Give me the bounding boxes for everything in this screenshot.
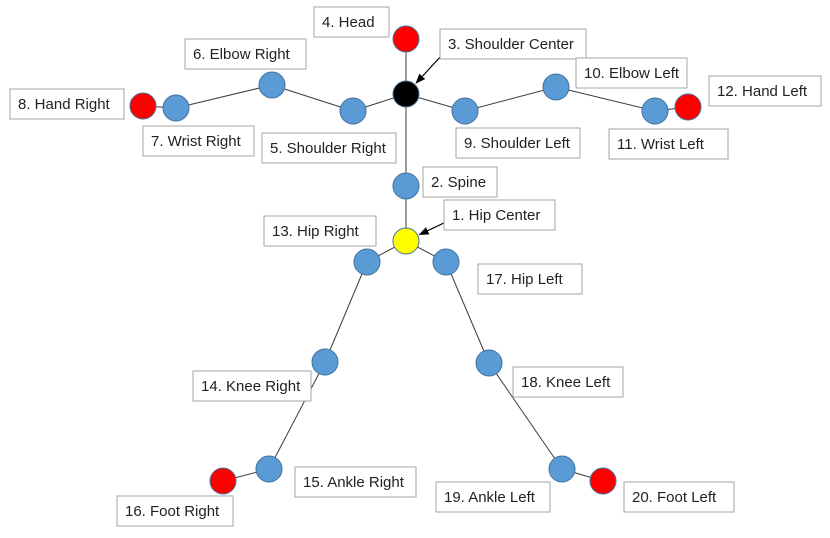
label-wrist-right: 7. Wrist Right: [142, 125, 255, 157]
bone-hip-left-to-knee-left: [445, 261, 490, 364]
label-text: 9. Shoulder Left: [464, 135, 571, 152]
joint-hip-center: [392, 227, 420, 255]
joint-hip-right: [353, 248, 381, 276]
joint-spine: [392, 172, 420, 200]
label-box: [261, 132, 397, 164]
label-shoulder-center: 3. Shoulder Center: [439, 28, 587, 60]
bone-elbow-right-to-wrist-right: [175, 84, 273, 109]
label-text: 8. Hand Right: [18, 96, 111, 113]
label-ankle-right: 15. Ankle Right: [294, 466, 417, 498]
label-arrows: [415, 54, 447, 236]
label-box: [608, 128, 729, 160]
label-spine: 2. Spine: [422, 166, 498, 198]
label-text: 10. Elbow Left: [584, 65, 680, 82]
joint-labels: 1. Hip Center 2. Spine 3. Shoulder Center 4…: [9, 6, 822, 527]
label-text: 2. Spine: [431, 174, 486, 191]
bone-knee-left-to-ankle-left: [488, 362, 563, 470]
label-box: [443, 199, 556, 231]
label-ankle-left: 19. Ankle Left: [435, 481, 551, 513]
label-box: [192, 370, 312, 402]
label-box: [184, 38, 307, 70]
label-shoulder-left: 9. Shoulder Left: [455, 127, 581, 159]
joint-wrist-left: [641, 97, 669, 125]
joint-head: [392, 25, 420, 53]
bone-hip-right-to-knee-right: [324, 261, 368, 363]
joints: [129, 25, 702, 495]
joint-ankle-right: [255, 455, 283, 483]
label-head: 4. Head: [313, 6, 390, 38]
bones: [142, 39, 689, 482]
label-box: [263, 215, 377, 247]
label-knee-right: 14. Knee Right: [192, 370, 312, 402]
joint-elbow-left: [542, 73, 570, 101]
label-box: [116, 495, 234, 527]
label-text: 13. Hip Right: [272, 223, 360, 240]
label-box: [142, 125, 255, 157]
label-box: [708, 75, 822, 107]
label-text: 11. Wrist Left: [617, 136, 705, 153]
label-foot-left: 20. Foot Left: [623, 481, 735, 513]
label-box: [439, 28, 587, 60]
label-text: 1. Hip Center: [452, 207, 540, 224]
label-hip-left: 17. Hip Left: [477, 263, 583, 295]
joint-shoulder-center: [392, 80, 420, 108]
label-text: 5. Shoulder Right: [270, 140, 387, 157]
label-knee-left: 18. Knee Left: [512, 366, 624, 398]
label-text: 19. Ankle Left: [444, 489, 536, 506]
joint-foot-left: [589, 467, 617, 495]
label-shoulder-right: 5. Shoulder Right: [261, 132, 397, 164]
label-hip-right: 13. Hip Right: [263, 215, 377, 247]
label-hand-right: 8. Hand Right: [9, 88, 125, 120]
label-text: 16. Foot Right: [125, 503, 220, 520]
label-hip-center: 1. Hip Center: [443, 199, 556, 231]
joint-knee-left: [475, 349, 503, 377]
label-box: [9, 88, 125, 120]
joint-hip-left: [432, 248, 460, 276]
joint-elbow-right: [258, 71, 286, 99]
bone-shoulder-right-to-elbow-right: [271, 84, 354, 112]
label-text: 3. Shoulder Center: [448, 36, 574, 53]
label-box: [477, 263, 583, 295]
label-hand-left: 12. Hand Left: [708, 75, 822, 107]
joint-knee-right: [311, 348, 339, 376]
joint-foot-right: [209, 467, 237, 495]
bone-shoulder-left-to-elbow-left: [464, 86, 557, 112]
joint-shoulder-left: [451, 97, 479, 125]
label-box: [512, 366, 624, 398]
label-box: [435, 481, 551, 513]
label-elbow-right: 6. Elbow Right: [184, 38, 307, 70]
label-text: 20. Foot Left: [632, 489, 717, 506]
joint-hand-left: [674, 93, 702, 121]
bone-knee-right-to-ankle-right: [268, 361, 326, 470]
label-box: [575, 57, 688, 89]
joint-ankle-left: [548, 455, 576, 483]
arrow-to-hip-center: [418, 221, 447, 236]
joint-hand-right: [129, 92, 157, 120]
joint-shoulder-right: [339, 97, 367, 125]
label-box: [422, 166, 498, 198]
label-text: 7. Wrist Right: [151, 133, 242, 150]
joint-wrist-right: [162, 94, 190, 122]
label-text: 17. Hip Left: [486, 271, 564, 288]
label-text: 14. Knee Right: [201, 378, 301, 395]
arrow-to-shoulder-center: [415, 54, 443, 84]
label-elbow-left: 10. Elbow Left: [575, 57, 688, 89]
label-wrist-left: 11. Wrist Left: [608, 128, 729, 160]
label-text: 4. Head: [322, 14, 375, 31]
label-foot-right: 16. Foot Right: [116, 495, 234, 527]
label-box: [455, 127, 581, 159]
label-text: 18. Knee Left: [521, 374, 611, 391]
label-text: 6. Elbow Right: [193, 46, 291, 63]
label-text: 15. Ankle Right: [303, 474, 405, 491]
label-box: [313, 6, 390, 38]
label-box: [623, 481, 735, 513]
bone-elbow-left-to-wrist-left: [555, 86, 656, 112]
label-text: 12. Hand Left: [717, 83, 808, 100]
label-box: [294, 466, 417, 498]
